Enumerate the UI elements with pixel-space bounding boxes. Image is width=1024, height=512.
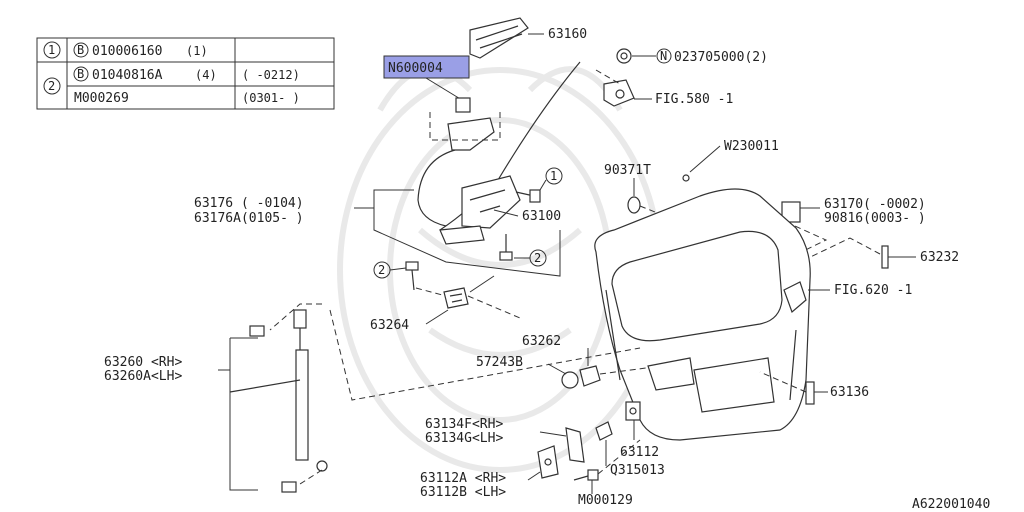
circle-b-icon xyxy=(73,66,89,82)
part-63170 xyxy=(781,201,801,223)
part-gas-strut-63260 xyxy=(249,309,328,493)
row2a-part: 01040816A xyxy=(92,68,163,83)
part-bolt-2 xyxy=(499,234,513,261)
label-63170: 63170( -0002) xyxy=(824,197,926,212)
part-w230011 xyxy=(682,174,690,182)
circle-2-icon xyxy=(43,77,61,95)
part-switch-63112 xyxy=(625,401,641,421)
row1-qty: (1) xyxy=(186,44,208,58)
label-63134g: 63134G<LH> xyxy=(425,431,503,446)
label-c2b: 2 xyxy=(378,263,385,277)
label-q315013: Q315013 xyxy=(610,463,665,478)
circle-n-icon xyxy=(656,48,672,64)
part-actuator xyxy=(603,79,635,107)
row2b-part: M000269 xyxy=(74,91,129,106)
label-63264: 63264 xyxy=(370,318,409,333)
label-63260: 63260 <RH> xyxy=(104,355,182,370)
part-clip-023705000 xyxy=(616,48,632,64)
part-handle-63160 xyxy=(469,17,529,59)
part-latch-63100 xyxy=(439,175,521,245)
label-63134f: 63134F<RH> xyxy=(425,417,503,432)
part-63232 xyxy=(881,245,889,269)
part-tailgate xyxy=(594,188,811,441)
label-90816: 90816(0003- ) xyxy=(824,211,926,226)
label-fig580: FIG.580 -1 xyxy=(655,92,733,107)
circle-1-callout-icon xyxy=(545,167,563,185)
label-c2a: 2 xyxy=(534,251,541,265)
row2-b: B xyxy=(77,67,84,81)
part-screw-q315013 xyxy=(595,421,613,441)
part-hinge-63112a xyxy=(537,445,559,479)
part-57243b xyxy=(561,371,579,389)
part-bracket xyxy=(447,97,495,151)
circle-1-icon xyxy=(43,41,61,59)
label-c1: 1 xyxy=(550,169,557,183)
legend-row-2: 2 B 01040816A (4) ( -0212) M000269 (0301… xyxy=(43,66,300,106)
part-striker-63264 xyxy=(443,287,469,309)
label-63232: 63232 xyxy=(920,250,959,265)
label-63160: 63160 xyxy=(548,27,587,42)
label-63260a: 63260A<LH> xyxy=(104,369,182,384)
circle-b-icon xyxy=(73,42,89,58)
label-fig620: FIG.620 -1 xyxy=(834,283,912,298)
part-bolt-1 xyxy=(515,189,541,203)
diagram-id: A622001040 xyxy=(912,497,990,512)
highlight-n600004[interactable]: N600004 xyxy=(383,55,470,79)
part-pad-63134 xyxy=(565,427,585,463)
label-63176: 63176 ( -0104) xyxy=(194,196,304,211)
label-63100: 63100 xyxy=(522,209,561,224)
part-cable xyxy=(439,61,581,231)
part-cable-2 xyxy=(417,149,456,227)
circle-2-callout-icon xyxy=(529,249,547,267)
label-n: N xyxy=(660,49,667,63)
label-57243b: 57243B xyxy=(476,355,523,370)
label-63262: 63262 xyxy=(522,334,561,349)
label-63112a: 63112A <RH> xyxy=(420,471,506,486)
row2a-qty: (4) xyxy=(195,68,217,82)
part-90371t xyxy=(627,196,641,214)
legend-row-1: 1 B 010006160 (1) xyxy=(43,41,208,59)
label-63136: 63136 xyxy=(830,385,869,400)
row2b-range: (0301- ) xyxy=(242,91,300,105)
row1-b: B xyxy=(77,43,84,57)
label-90371t: 90371T xyxy=(604,163,651,178)
label-w230011: W230011 xyxy=(724,139,779,154)
label-63112: 63112 xyxy=(620,445,659,460)
row2-num: 2 xyxy=(48,79,55,93)
part-bolt-2b xyxy=(405,261,419,291)
label-n600004: N600004 xyxy=(388,61,443,76)
label-63176a: 63176A(0105- ) xyxy=(194,211,304,226)
label-m000129: M000129 xyxy=(578,493,633,508)
bracket-63176 xyxy=(354,189,561,277)
legend-table xyxy=(36,37,335,110)
bracket-63260 xyxy=(229,337,258,491)
row1-part: 010006160 xyxy=(92,44,162,59)
part-screw-m000129 xyxy=(573,469,599,481)
row2a-range: ( -0212) xyxy=(242,68,300,82)
row1-num: 1 xyxy=(48,43,55,57)
part-63262 xyxy=(579,365,601,387)
part-63136 xyxy=(805,381,815,405)
label-63112b: 63112B <LH> xyxy=(420,485,506,500)
label-023705000: 023705000(2) xyxy=(674,50,768,65)
